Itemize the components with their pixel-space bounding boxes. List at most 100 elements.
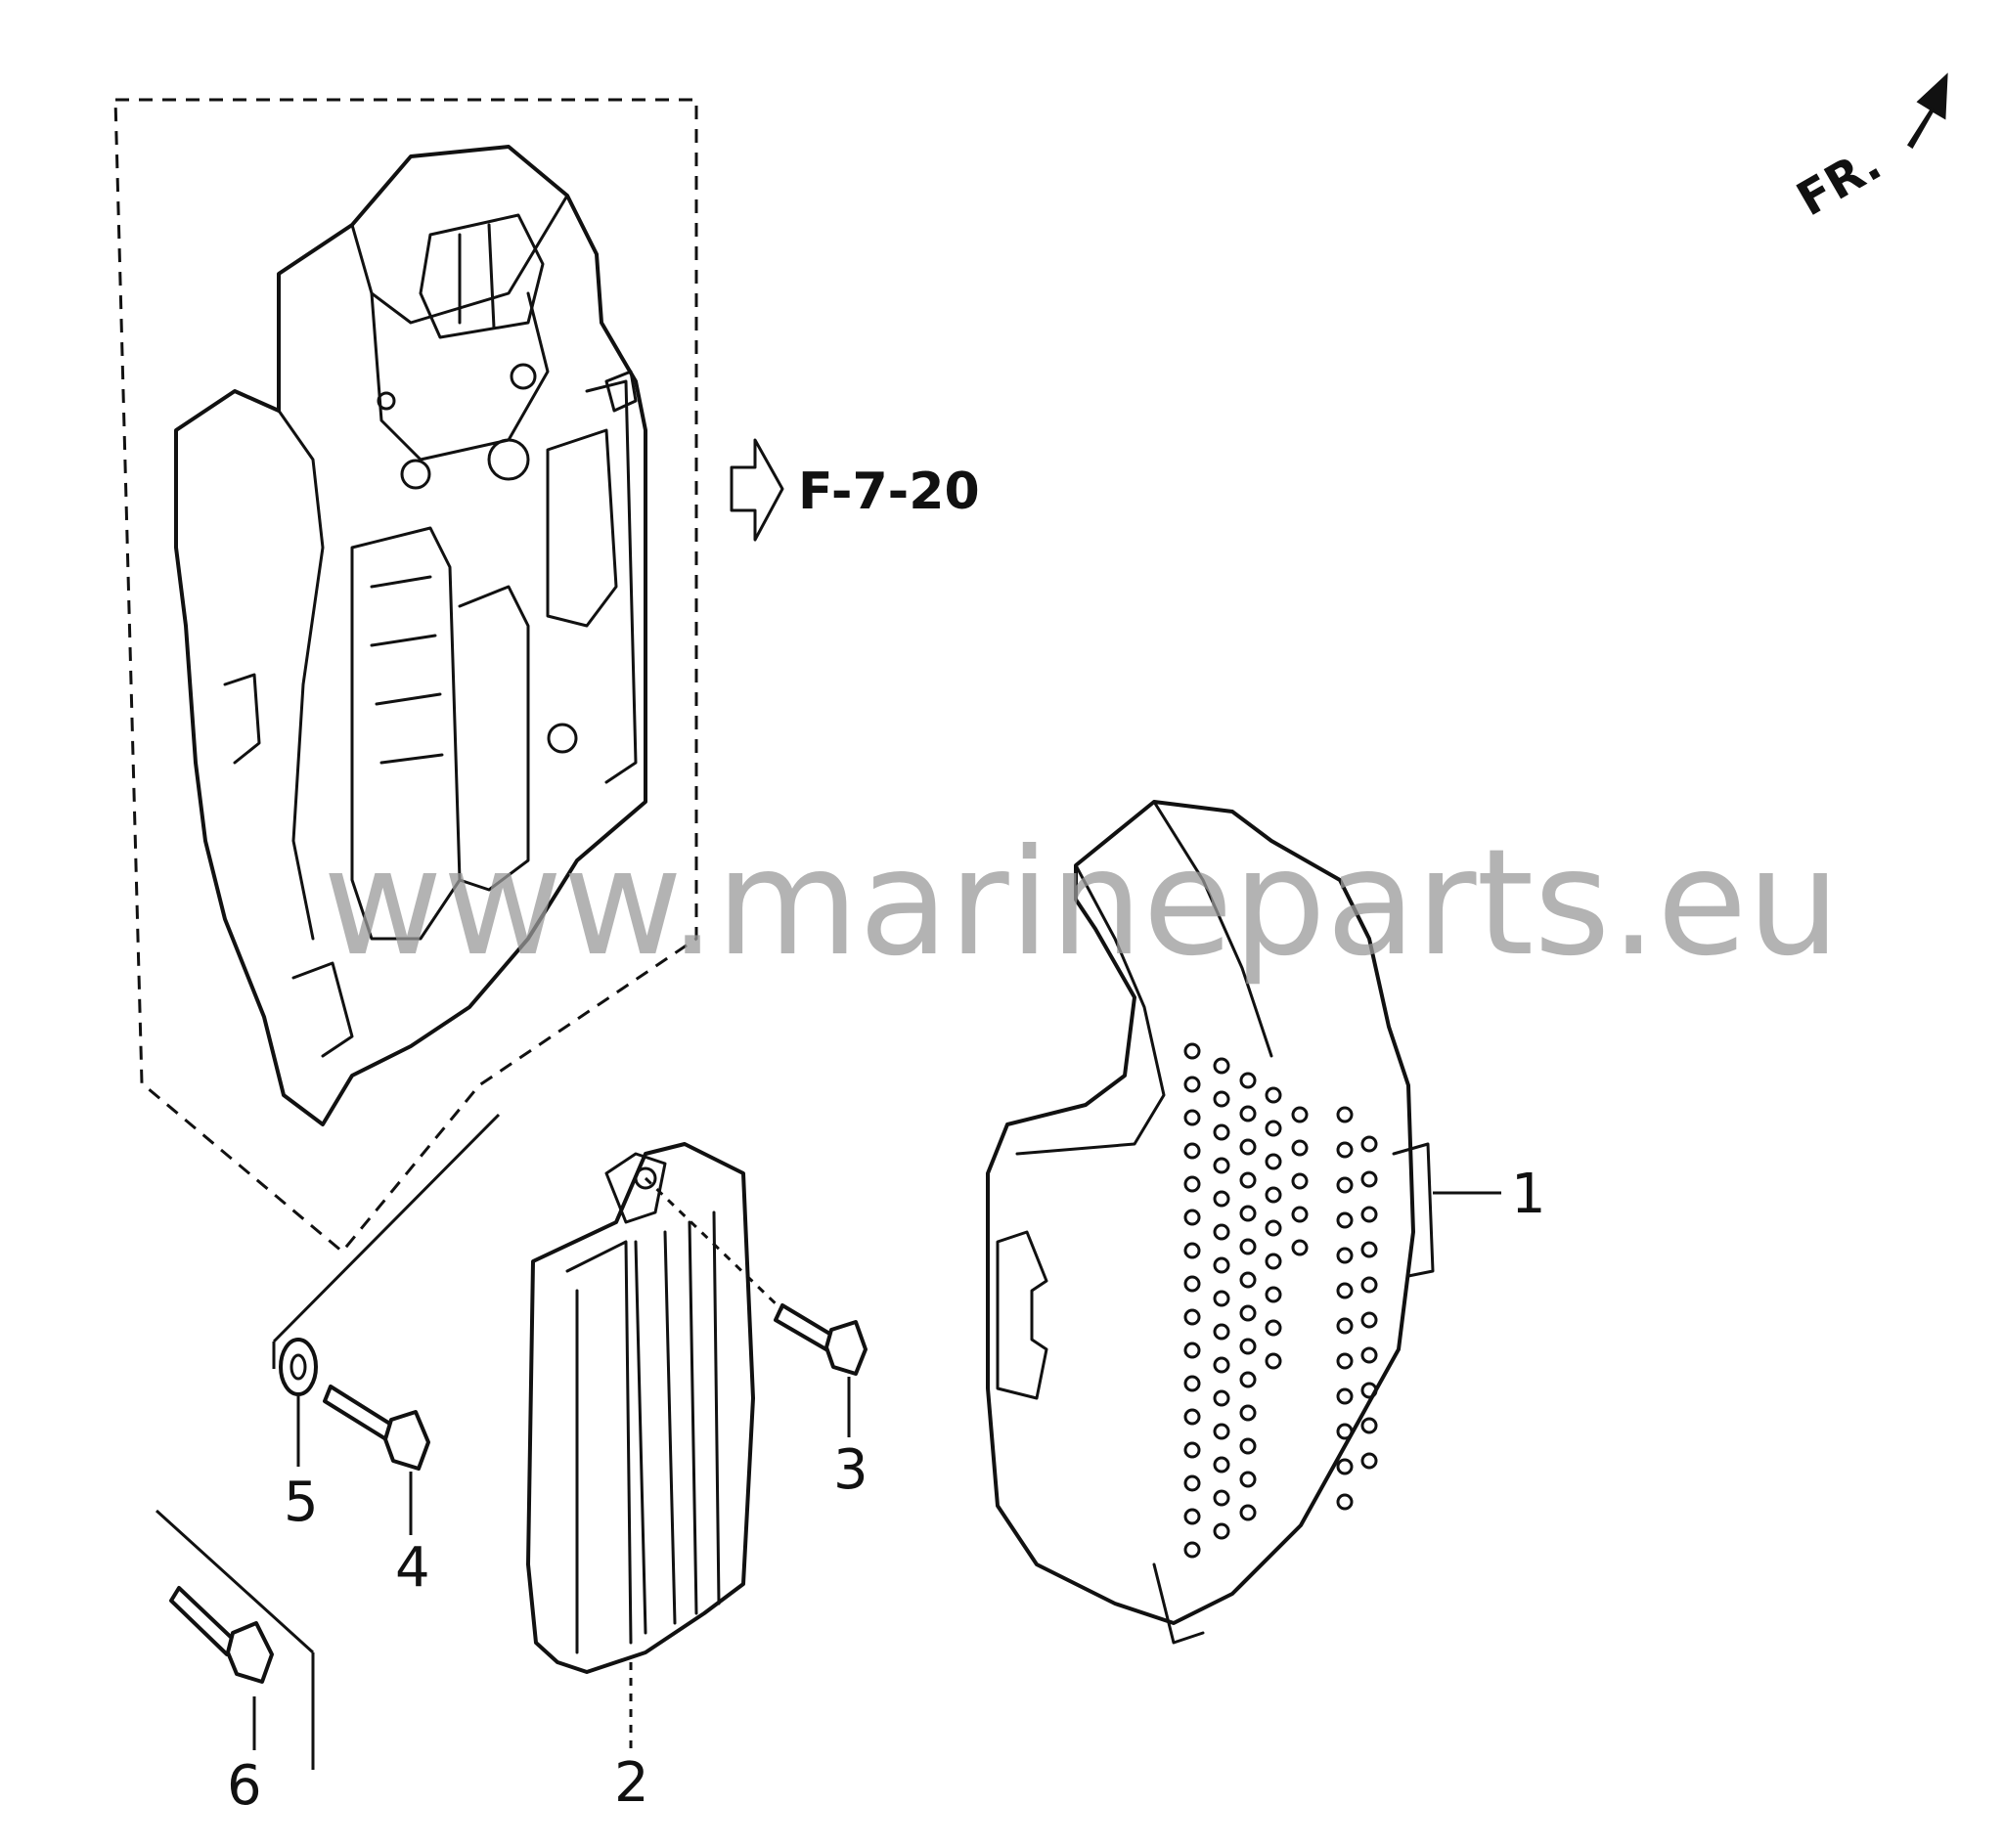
perforation-hole <box>1213 1157 1230 1174</box>
perforation-hole <box>1183 1042 1201 1060</box>
perforation-hole <box>1265 1186 1282 1204</box>
perforation-hole <box>1213 1256 1230 1274</box>
perforation-hole <box>1213 1423 1230 1440</box>
perforation-hole <box>1213 1323 1230 1341</box>
part-washer-5 <box>279 1338 318 1396</box>
perforation-hole <box>1291 1172 1309 1190</box>
perforation-hole <box>1239 1072 1257 1089</box>
callout-4: 4 <box>395 1536 430 1600</box>
watermark-text: www.marineparts.eu <box>323 818 1841 989</box>
perforation-hole <box>1360 1311 1378 1329</box>
front-direction-arrow-icon <box>1906 72 1948 150</box>
perforation-hole <box>1265 1120 1282 1137</box>
perforation-hole <box>1183 1508 1201 1525</box>
perforation-hole <box>1291 1239 1309 1256</box>
perforation-hole <box>1239 1437 1257 1455</box>
perforation-hole <box>1360 1206 1378 1223</box>
perforation-hole <box>1183 1541 1201 1559</box>
perforation-hole <box>1183 1109 1201 1126</box>
perforation-hole <box>1360 1382 1378 1399</box>
reference-arrow: F-7-20 <box>730 438 980 542</box>
perforation-hole <box>1239 1205 1257 1222</box>
perforation-hole <box>1336 1387 1354 1405</box>
perforation-hole <box>1183 1175 1201 1193</box>
perforation-hole <box>1239 1338 1257 1355</box>
perforation-hole <box>1239 1138 1257 1156</box>
electrical-assembly <box>174 145 647 1126</box>
perforation-hole <box>1291 1139 1309 1157</box>
perforation-hole <box>1265 1352 1282 1370</box>
perforation-hole <box>1265 1319 1282 1337</box>
perforation-hole <box>1360 1241 1378 1258</box>
hollow-reference-arrow-icon <box>730 438 784 542</box>
callout-5: 5 <box>284 1471 319 1534</box>
callout-6: 6 <box>227 1754 262 1818</box>
perforation-hole <box>1183 1142 1201 1160</box>
part-bolt-3 <box>774 1303 868 1376</box>
perforation-hole <box>1239 1105 1257 1122</box>
perforation-hole <box>1336 1423 1354 1440</box>
perforation-hole <box>1336 1282 1354 1299</box>
perforation-hole <box>1265 1086 1282 1104</box>
perforation-hole <box>1336 1247 1354 1264</box>
perforation-hole <box>1213 1522 1230 1540</box>
perforation-hole <box>1213 1223 1230 1241</box>
perforation-hole <box>1213 1190 1230 1208</box>
perforation-hole <box>1360 1452 1378 1470</box>
perforation-hole <box>1213 1057 1230 1075</box>
cover-perforations <box>1183 1042 1378 1559</box>
perforation-hole <box>1183 1275 1201 1293</box>
perforation-hole <box>1183 1408 1201 1426</box>
callout-1: 1 <box>1511 1163 1546 1226</box>
callout-3: 3 <box>833 1438 868 1502</box>
perforation-hole <box>1183 1076 1201 1093</box>
perforation-hole <box>1239 1471 1257 1488</box>
reference-label: F-7-20 <box>798 462 980 521</box>
front-direction-label: FR. <box>1788 136 1891 227</box>
perforation-hole <box>1213 1489 1230 1507</box>
perforation-hole <box>1183 1209 1201 1226</box>
perforation-hole <box>1265 1219 1282 1237</box>
perforation-hole <box>1336 1106 1354 1123</box>
perforation-hole <box>1360 1135 1378 1153</box>
perforation-hole <box>1360 1346 1378 1364</box>
perforation-hole <box>1213 1123 1230 1141</box>
perforation-hole <box>1336 1458 1354 1475</box>
perforation-hole <box>1183 1441 1201 1459</box>
front-direction-indicator: FR. <box>1788 72 1948 227</box>
perforation-hole <box>1213 1456 1230 1474</box>
perforation-hole <box>1183 1308 1201 1326</box>
perforation-hole <box>1239 1271 1257 1289</box>
perforation-hole <box>1336 1352 1354 1370</box>
perforation-hole <box>1360 1417 1378 1434</box>
perforation-hole <box>1265 1153 1282 1170</box>
perforation-hole <box>1239 1238 1257 1255</box>
callout-numbers: 1 2 3 4 5 6 <box>227 1163 1546 1818</box>
leader-lines <box>155 1113 1501 1770</box>
perforation-hole <box>1336 1141 1354 1159</box>
perforation-hole <box>1183 1474 1201 1492</box>
perforation-hole <box>1336 1211 1354 1229</box>
perforation-hole <box>1239 1504 1257 1521</box>
part-cover <box>986 800 1435 1645</box>
perforation-hole <box>1291 1106 1309 1123</box>
part-flange-bolt-6 <box>169 1586 274 1684</box>
perforation-hole <box>1291 1206 1309 1223</box>
perforation-hole <box>1213 1356 1230 1374</box>
perforation-hole <box>1265 1253 1282 1270</box>
perforation-hole <box>1336 1317 1354 1335</box>
perforation-hole <box>1265 1286 1282 1303</box>
perforation-hole <box>1239 1404 1257 1422</box>
perforation-hole <box>1360 1170 1378 1188</box>
perforation-hole <box>1183 1242 1201 1259</box>
callout-2: 2 <box>614 1751 649 1815</box>
part-flange-bolt-4 <box>323 1385 430 1471</box>
perforation-hole <box>1239 1304 1257 1322</box>
perforation-hole <box>1239 1171 1257 1189</box>
part-bracket <box>526 1142 755 1674</box>
perforation-hole <box>1336 1493 1354 1511</box>
perforation-hole <box>1213 1290 1230 1307</box>
perforation-hole <box>1239 1371 1257 1388</box>
